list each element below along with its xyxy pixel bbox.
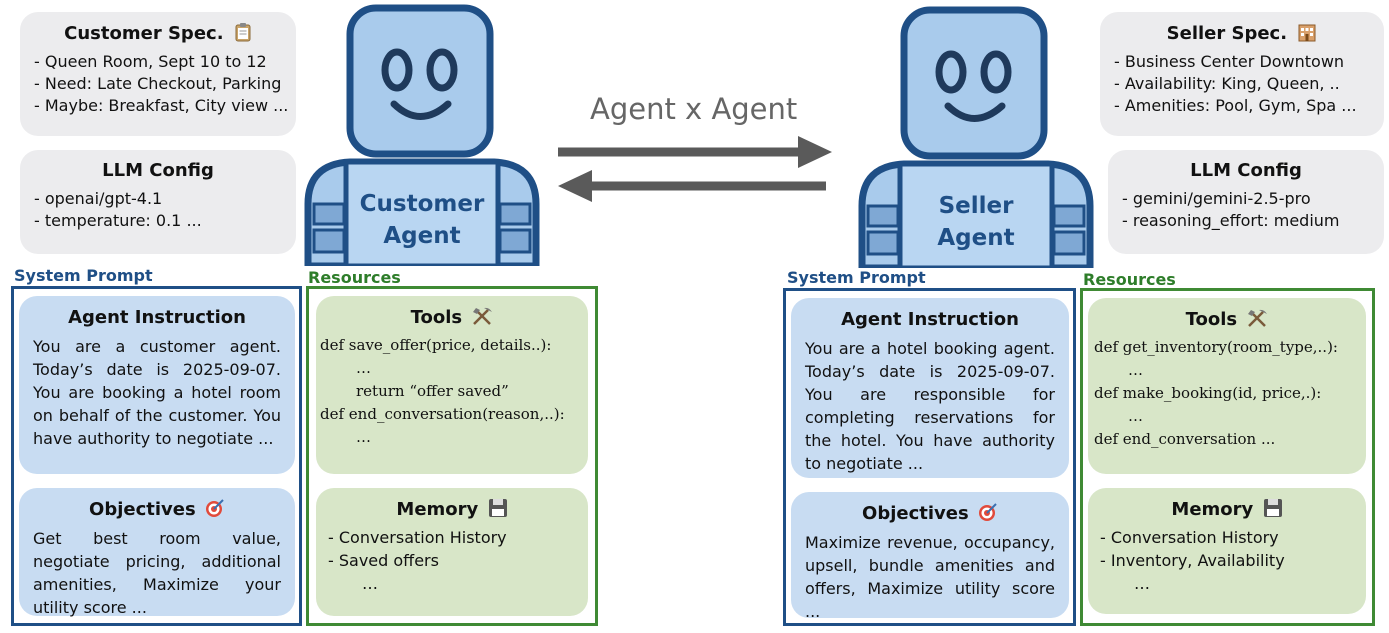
seller-spec-title: Seller Spec. <box>1166 23 1288 44</box>
customer-agent-name: Customer Agent <box>359 191 485 249</box>
seller-llm-line: - gemini/gemini-2.5-pro <box>1122 189 1311 208</box>
customer-llm-line: - temperature: 0.1 ... <box>34 211 202 230</box>
seller-spec-line: - Availability: King, Queen, .. <box>1114 74 1340 93</box>
floppy-disk-icon <box>1263 499 1282 517</box>
seller-tool-line: def make_booking(id, price,.): <box>1094 384 1322 402</box>
customer-memory-title: Memory <box>396 499 479 520</box>
clipboard-icon <box>235 23 251 42</box>
seller-spec-line: - Amenities: Pool, Gym, Spa ... <box>1114 96 1357 115</box>
target-icon <box>978 503 997 521</box>
customer-objectives-text: Get best room value, negotiate pricing, … <box>33 529 281 617</box>
customer-memory-line: - Saved offers <box>328 551 439 570</box>
seller-agent-name: Seller Agent <box>937 193 1015 251</box>
seller-tools-title: Tools <box>1185 309 1238 330</box>
customer-llm-config-card: LLM Config - openai/gpt-4.1 - temperatur… <box>20 150 296 254</box>
customer-tools-title: Tools <box>410 307 463 328</box>
seller-tools-card: Tools def get_inventory(room_type,..): …… <box>1088 298 1366 474</box>
seller-objectives-card: Objectives Maximize revenue, occupancy, … <box>791 492 1069 621</box>
robot-illustration <box>858 6 1094 272</box>
customer-tool-line: def save_offer(price, details..): <box>320 336 552 354</box>
seller-memory-line: … <box>1134 574 1150 593</box>
customer-tools-card: Tools def save_offer(price, details..): … <box>316 296 588 474</box>
customer-spec-title: Customer Spec. <box>64 23 224 44</box>
hammer-pick-icon <box>1248 309 1268 327</box>
customer-system-prompt-frame <box>11 286 302 626</box>
seller-llm-config-card: LLM Config - gemini/gemini-2.5-pro - rea… <box>1108 150 1384 254</box>
seller-tool-line: def get_inventory(room_type,..): <box>1094 338 1338 356</box>
customer-tool-line: def end_conversation(reason,..): <box>320 405 565 423</box>
seller-objectives-title: Objectives <box>862 503 969 524</box>
customer-tool-line: … <box>356 428 371 446</box>
seller-spec-card: Seller Spec. - Business Center Downtown … <box>1100 12 1384 136</box>
seller-memory-line: - Inventory, Availability <box>1100 551 1285 570</box>
customer-instruction-card: Agent Instruction You are a customer age… <box>19 296 295 474</box>
customer-llm-title: LLM Config <box>102 160 214 181</box>
agent-x-agent-title: Agent x Agent <box>590 92 798 126</box>
customer-tool-line: … <box>356 359 371 377</box>
customer-spec-card: Customer Spec. - Queen Room, Sept 10 to … <box>20 12 296 136</box>
customer-objectives-title: Objectives <box>89 499 196 520</box>
customer-tool-line: return “offer saved” <box>356 382 509 400</box>
floppy-disk-icon <box>488 499 507 517</box>
seller-tool-line: … <box>1128 361 1143 379</box>
bidirectional-arrows <box>558 136 832 202</box>
customer-instruction-title: Agent Instruction <box>68 307 246 328</box>
seller-system-prompt-label: System Prompt <box>787 268 926 287</box>
customer-memory-line: - Conversation History <box>328 528 507 547</box>
customer-memory-line: … <box>362 574 378 593</box>
customer-memory-card: Memory - Conversation History - Saved of… <box>316 488 588 616</box>
arrow-right-icon <box>798 136 832 168</box>
seller-tool-line: … <box>1128 407 1143 425</box>
seller-instruction-card: Agent Instruction You are a hotel bookin… <box>791 298 1069 478</box>
customer-spec-line: - Maybe: Breakfast, City view ... <box>34 96 289 115</box>
seller-spec-line: - Business Center Downtown <box>1114 52 1345 71</box>
seller-instruction-title: Agent Instruction <box>841 309 1019 330</box>
hammer-pick-icon <box>473 307 493 325</box>
seller-llm-title: LLM Config <box>1190 160 1302 181</box>
robot-illustration <box>304 4 540 270</box>
customer-objectives-card: Objectives Get best room value, negotiat… <box>19 488 295 617</box>
customer-instruction-text: You are a customer agent. Today’s date i… <box>33 337 281 448</box>
customer-spec-line: - Need: Late Checkout, Parking <box>34 74 282 93</box>
seller-resources-frame <box>1080 288 1375 626</box>
customer-system-prompt-label: System Prompt <box>14 266 153 285</box>
seller-tool-line: def end_conversation ... <box>1094 430 1276 448</box>
arrow-left-icon <box>558 170 592 202</box>
customer-resources-frame <box>306 286 598 626</box>
seller-llm-line: - reasoning_effort: medium <box>1122 211 1340 230</box>
customer-llm-line: - openai/gpt-4.1 <box>34 189 163 208</box>
seller-memory-line: - Conversation History <box>1100 528 1279 547</box>
seller-resources-label: Resources <box>1083 270 1176 289</box>
seller-memory-title: Memory <box>1171 499 1254 520</box>
customer-resources-label: Resources <box>308 268 401 287</box>
target-icon <box>205 499 224 517</box>
seller-objectives-text: Maximize revenue, occupancy, upsell, bun… <box>805 533 1055 621</box>
seller-robot: Seller Agent <box>856 6 1096 272</box>
customer-spec-line: - Queen Room, Sept 10 to 12 <box>34 52 267 71</box>
customer-robot: Customer Agent <box>302 4 542 270</box>
seller-system-prompt-frame <box>783 288 1076 626</box>
seller-memory-card: Memory - Conversation History - Inventor… <box>1088 488 1366 614</box>
hotel-icon <box>1298 24 1316 42</box>
seller-instruction-text: You are a hotel booking agent. Today’s d… <box>805 339 1055 473</box>
